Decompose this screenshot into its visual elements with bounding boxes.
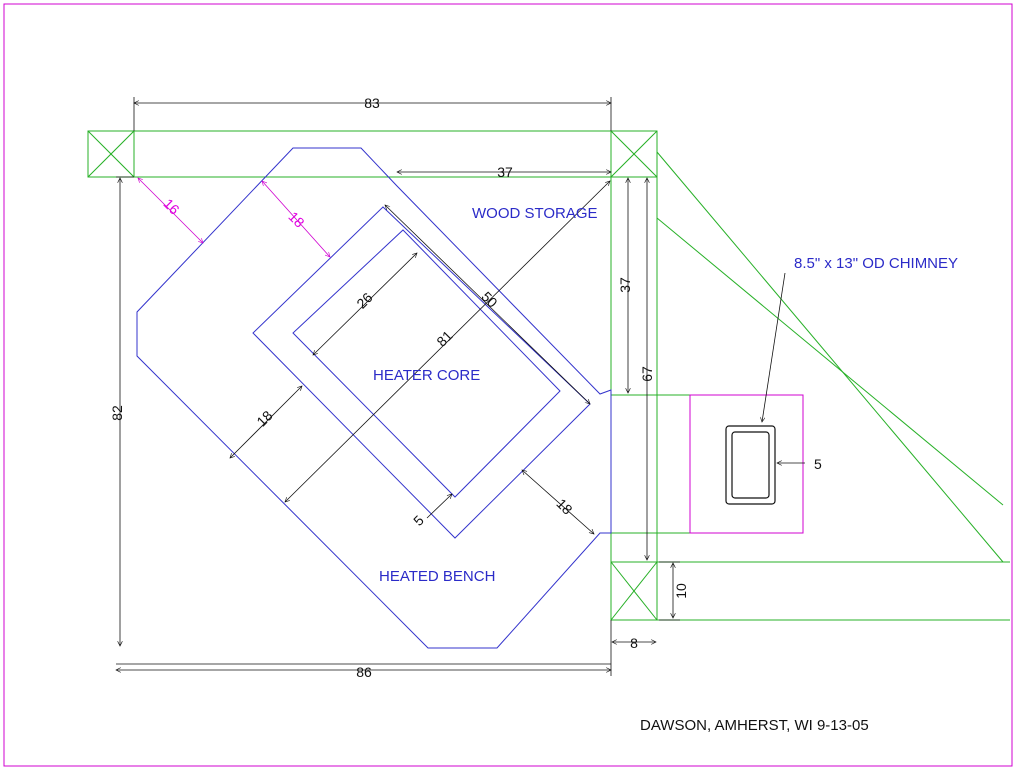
dim-core-diagonal: 81 xyxy=(433,327,455,349)
dim-core-wall: 5 xyxy=(410,512,427,529)
credit-line: DAWSON, AMHERST, WI 9-13-05 xyxy=(640,717,869,734)
dim-post-height: 10 xyxy=(673,583,689,599)
dim-chimney-gap: 5 xyxy=(814,456,822,472)
page-border xyxy=(3,3,1013,767)
dim-left-height: 82 xyxy=(109,405,125,421)
dim-post-width: 8 xyxy=(630,635,638,651)
triangle-inner xyxy=(656,217,1004,506)
dim-storage-height: 37 xyxy=(617,277,633,293)
dim-offset-a: 16 xyxy=(160,195,182,217)
dim-storage-width: 37 xyxy=(497,164,513,180)
chimney-box xyxy=(689,394,804,534)
chimney-flue-outer xyxy=(725,425,776,505)
label-heated-bench: HEATED BENCH xyxy=(379,568,495,585)
label-wood-storage: WOOD STORAGE xyxy=(472,205,598,222)
heater-outline xyxy=(136,147,612,649)
chimney-flue-inner xyxy=(731,431,770,499)
label-chimney: 8.5" x 13" OD CHIMNEY xyxy=(794,255,958,272)
dim-core-width: 26 xyxy=(353,289,375,311)
dim-right-height: 67 xyxy=(639,366,655,382)
dim-offset-b: 18 xyxy=(285,208,307,230)
triangle-outer xyxy=(656,151,1004,563)
frame xyxy=(87,130,1010,621)
dim-bottom-width: 86 xyxy=(356,664,372,680)
top-beam xyxy=(87,130,658,178)
bench-outline xyxy=(136,147,612,649)
label-heater-core: HEATER CORE xyxy=(373,367,480,384)
dimension-lines xyxy=(116,97,805,676)
dim-bench-left: 18 xyxy=(253,407,275,429)
dim-top-width: 83 xyxy=(364,95,380,111)
